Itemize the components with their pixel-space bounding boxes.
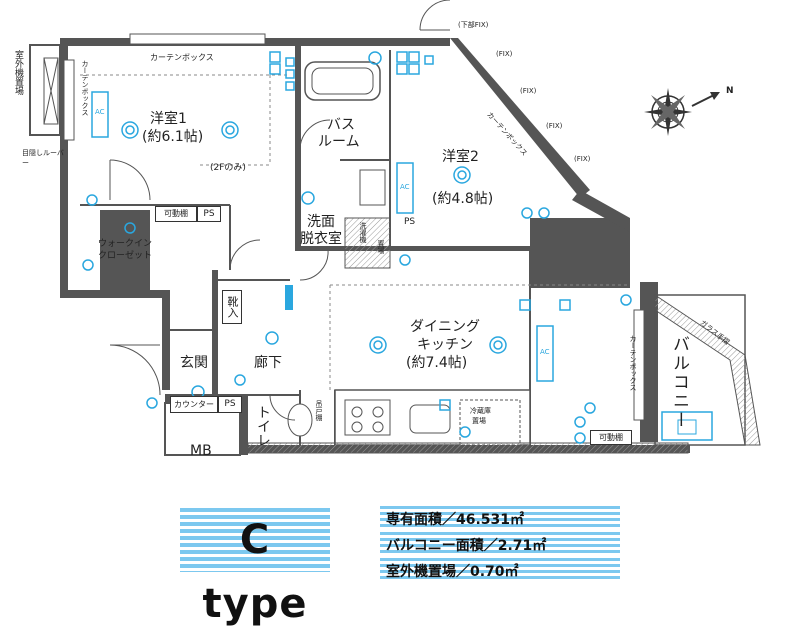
fix-label-3: (FIX): [546, 122, 563, 130]
curtain-box-top: カーテンボックス: [150, 53, 214, 62]
movable-shelf-2: 可動棚: [590, 430, 632, 445]
compass-icon: [644, 88, 720, 136]
ps-2: PS: [218, 396, 242, 413]
ac-label-1: AC: [95, 108, 105, 116]
room-label-dining-2: キッチン: [417, 337, 473, 353]
window-top: [129, 33, 266, 45]
room-size-western2: (約4.8帖): [432, 191, 494, 207]
room-label-balcony: バルコニー: [669, 335, 689, 430]
type-badge-text: C type: [202, 517, 308, 627]
spec-exclusive-area: 専有面積／46.531㎡: [386, 512, 525, 528]
type-badge: C type: [180, 508, 330, 627]
room-label-toilet: トイレ: [255, 405, 271, 447]
ac-units: [91, 91, 554, 382]
movable-shelf-1: 可動棚: [155, 206, 197, 222]
room-label-mb: MB: [190, 443, 212, 459]
floor-plan: 洋室1 (約6.1帖) (2Fのみ) バス ルーム 洋室2 (約4.8帖) 洗面…: [13, 0, 761, 459]
ac-label-2: AC: [400, 183, 410, 191]
window-left: [63, 59, 75, 141]
outlets: [269, 51, 571, 411]
spec-row: 室外機置場／0.70㎡: [380, 558, 620, 582]
curtain-box-right: カーテンボックス: [629, 335, 637, 391]
room-label-washroom-1: 洗面: [307, 214, 335, 230]
fix-label-2: (FIX): [520, 87, 537, 95]
bathtub: [304, 61, 381, 101]
note-2f-only: (2Fのみ): [210, 163, 246, 173]
room-label-walkin-1: ウォークイン: [98, 239, 153, 249]
cupboard-label-1: 吊戸棚: [315, 400, 323, 421]
louver-label: 目隠しルーバー: [22, 149, 64, 167]
fridge-label-1: 冷蔵庫: [470, 407, 491, 415]
room-label-washroom-2: 脱衣室: [300, 231, 342, 247]
intercom: [285, 285, 293, 310]
room-label-western1: 洋室1: [150, 111, 187, 127]
room-size-dining: (約7.4帖): [406, 355, 468, 371]
room-label-bath-1: バス: [327, 117, 355, 133]
washer-label-1: 洗濯機: [359, 222, 367, 243]
fix-lower-label: (下部FIX): [458, 21, 489, 29]
room-label-bath-2: ルーム: [318, 134, 360, 150]
spec-row: 専有面積／46.531㎡: [380, 506, 620, 530]
room-label-dining-1: ダイニング: [410, 319, 480, 335]
shoe-storage: 靴入: [222, 290, 242, 324]
ps-3: PS: [404, 217, 416, 227]
ceiling-lights: [82, 51, 632, 444]
compass-north-label: N: [726, 86, 734, 96]
counter-label: カウンター: [170, 396, 218, 413]
room-label-walkin-2: クローゼット: [98, 251, 153, 261]
curtain-box-left: カーテンボックス: [81, 60, 89, 116]
window-right: [633, 309, 645, 421]
room-label-western2: 洋室2: [442, 149, 479, 165]
washer-label-2: 置場: [377, 240, 385, 254]
spec-balcony-area: バルコニー面積／2.71㎡: [386, 538, 547, 554]
fridge-label-2: 置場: [472, 417, 486, 425]
fix-label-1: (FIX): [496, 50, 513, 58]
ac-label-3: AC: [540, 348, 550, 356]
spec-outdoor-unit-area: 室外機置場／0.70㎡: [386, 564, 519, 580]
outdoor-unit-label: 室外機置場: [13, 50, 23, 95]
room-label-entrance: 玄関: [180, 355, 208, 371]
spec-row: バルコニー面積／2.71㎡: [380, 532, 620, 556]
spec-panel: 専有面積／46.531㎡ バルコニー面積／2.71㎡ 室外機置場／0.70㎡: [380, 506, 620, 584]
room-size-western1: (約6.1帖): [142, 129, 204, 145]
ps-1: PS: [197, 206, 221, 222]
fix-label-4: (FIX): [574, 155, 591, 163]
room-label-corridor: 廊下: [254, 355, 282, 371]
